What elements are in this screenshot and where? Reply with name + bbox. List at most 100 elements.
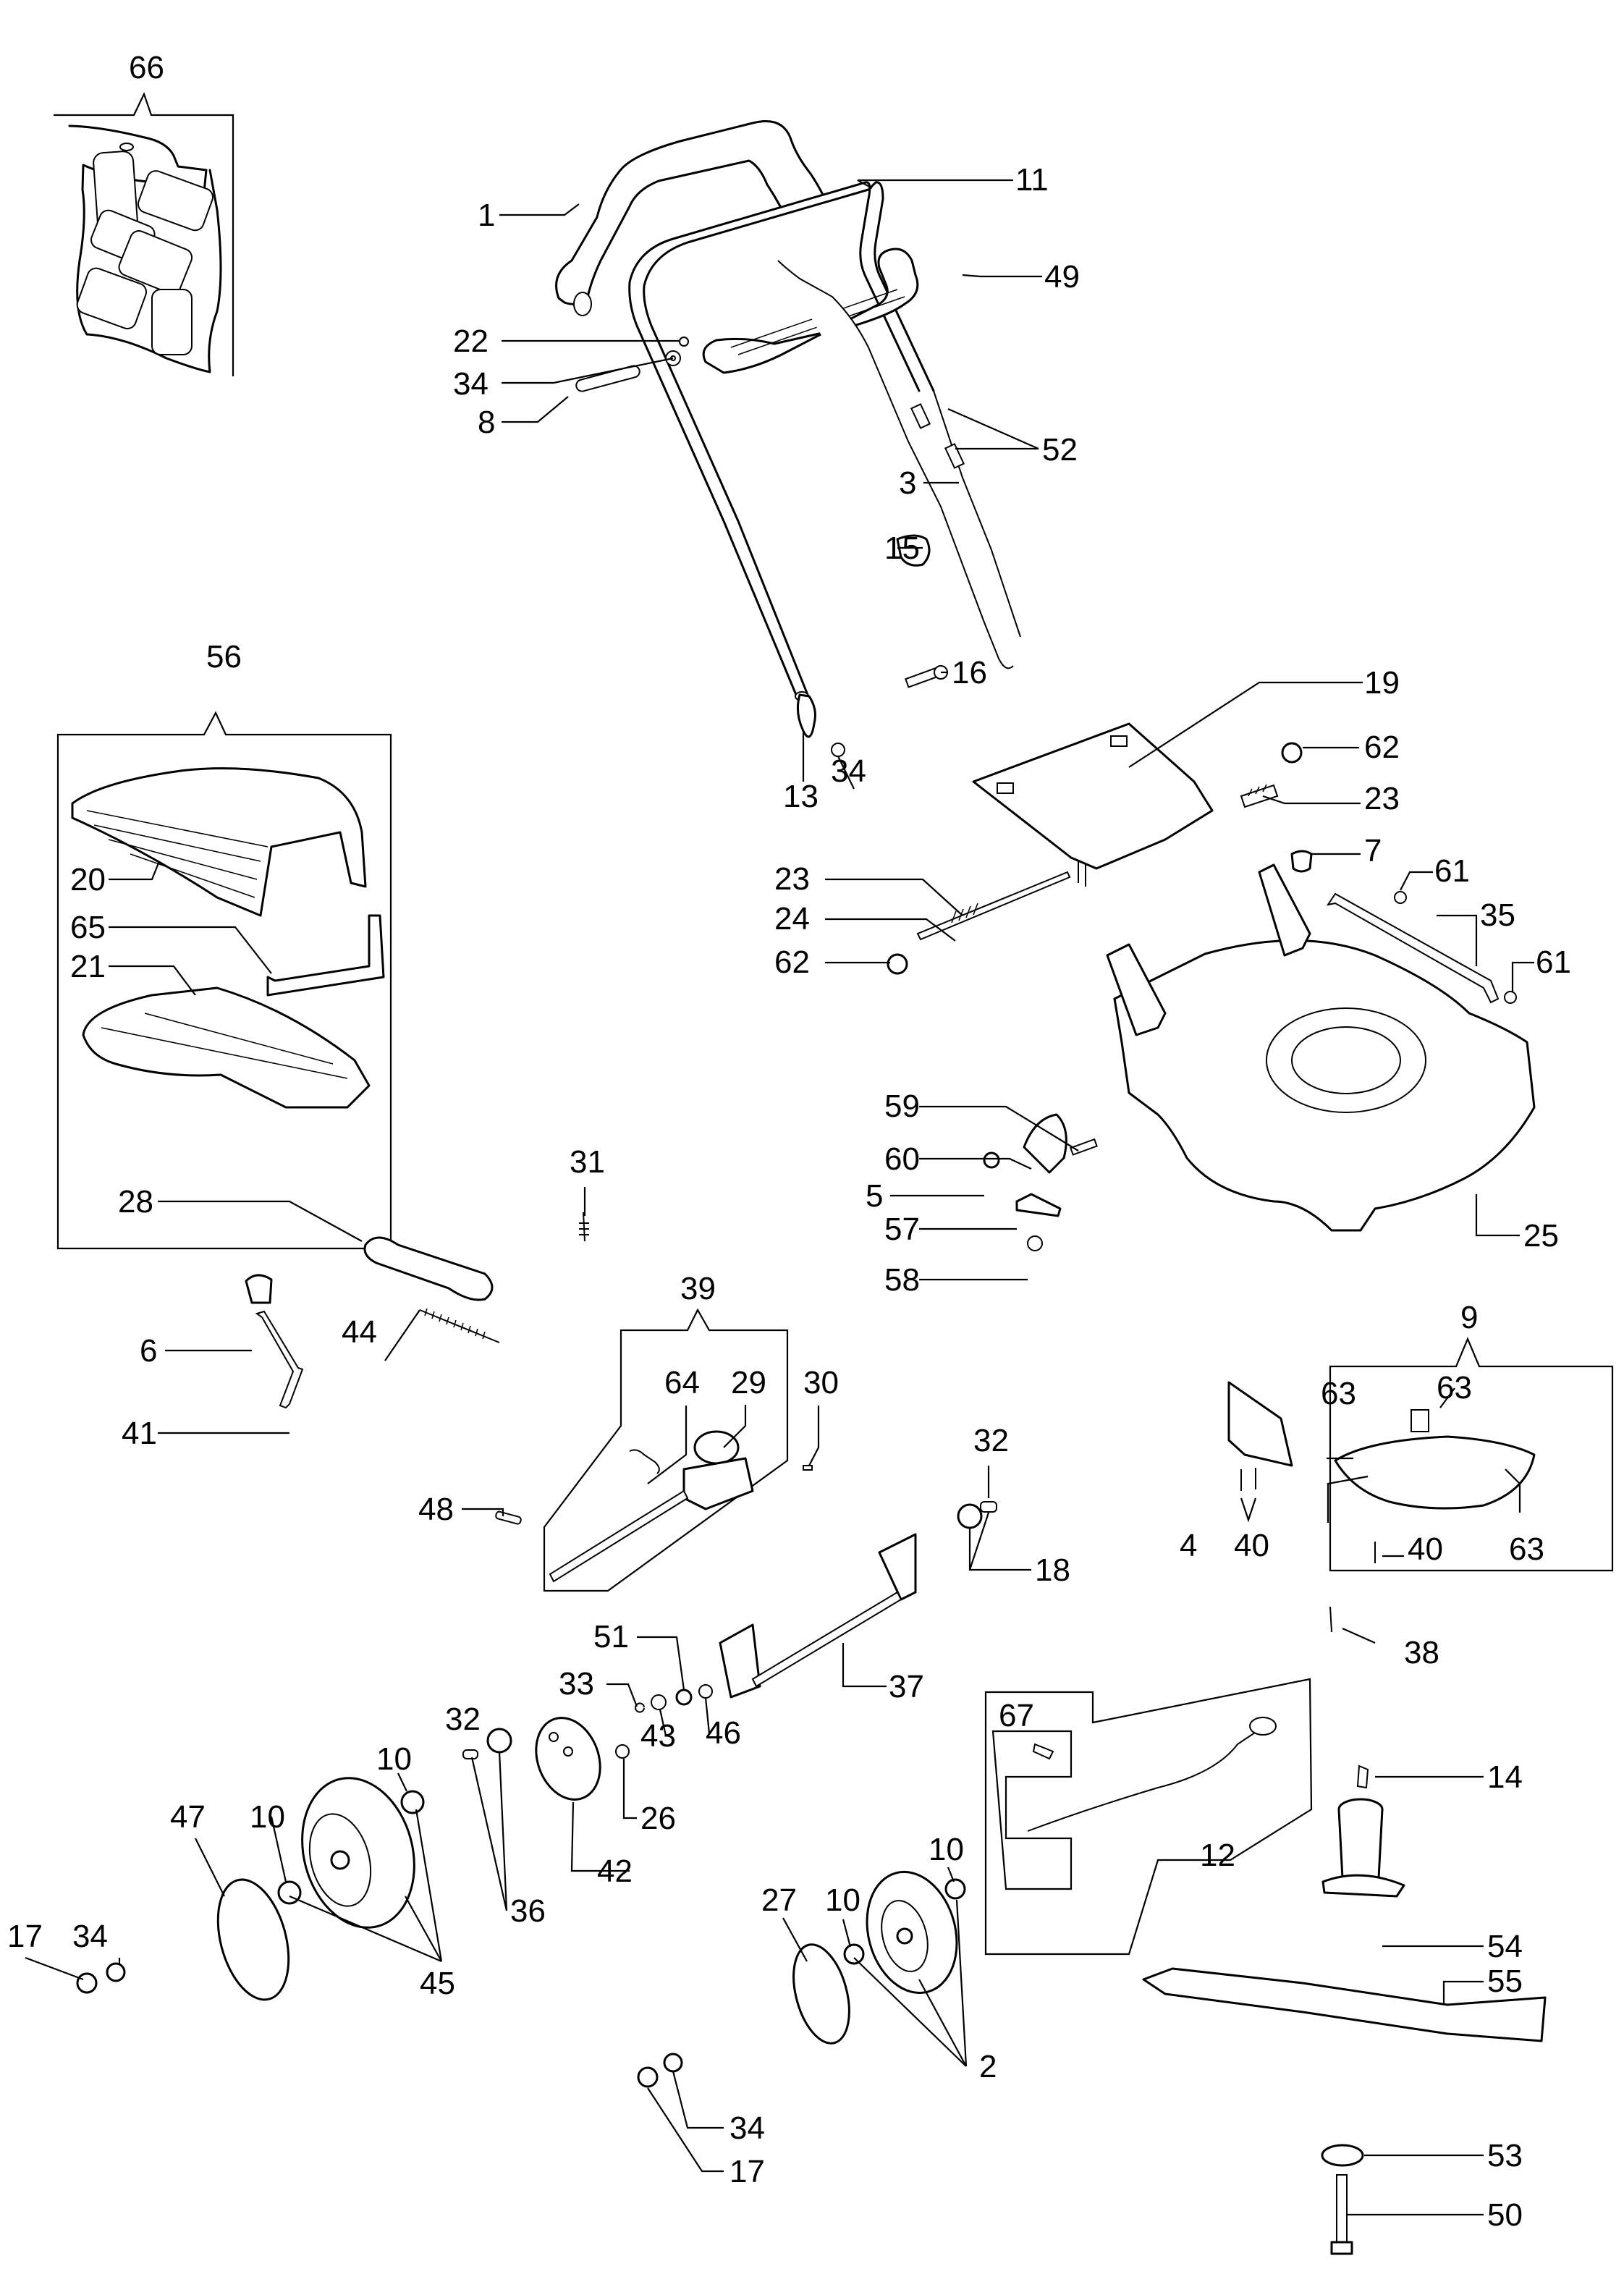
callout-62[interactable]: 62 [774,944,810,980]
callout-66[interactable]: 66 [129,50,164,85]
part-51-bushing[interactable] [675,1689,693,1706]
part-43-washer[interactable] [651,1694,667,1710]
part-46-nut[interactable] [698,1684,713,1699]
callout-24[interactable]: 24 [774,901,810,937]
callout-16[interactable]: 16 [952,655,987,690]
callout-53[interactable]: 53 [1487,2138,1523,2173]
part-38-bolt[interactable] [1329,1606,1332,1633]
part-23-spring-a[interactable] [1240,784,1279,808]
part-15-cable-guide[interactable] [896,534,931,567]
part-10-bearing-c[interactable] [944,1878,966,1900]
part-60-adjuster[interactable] [1023,1113,1067,1174]
part-10-bearing-d[interactable] [843,1943,865,1965]
callout-54[interactable]: 54 [1487,1929,1523,1964]
callout-22[interactable]: 22 [453,324,489,359]
part-30-screw[interactable] [803,1465,813,1471]
callout-32[interactable]: 32 [445,1702,481,1737]
callout-49[interactable]: 49 [1044,259,1080,295]
callout-3[interactable]: 3 [899,465,916,501]
part-2-front-wheel[interactable] [854,1861,970,2003]
part-9-mulching-kit[interactable] [1329,1337,1614,1572]
part-5-nut[interactable] [983,1151,1000,1169]
callout-17[interactable]: 17 [729,2154,765,2189]
callout-58[interactable]: 58 [884,1262,920,1298]
callout-9[interactable]: 9 [1460,1300,1478,1335]
callout-36[interactable]: 36 [510,1893,546,1929]
callout-34[interactable]: 34 [831,753,866,789]
callout-47[interactable]: 47 [170,1799,206,1835]
part-17-nut-a[interactable] [76,1972,98,1994]
callout-17[interactable]: 17 [7,1919,43,1954]
part-48-pin[interactable] [495,1510,522,1525]
part-27-hubcap[interactable] [784,1938,859,2049]
part-62-nut-a[interactable] [1281,742,1303,764]
part-13-knob[interactable] [796,693,816,738]
part-3-cable[interactable] [777,260,1021,669]
callout-29[interactable]: 29 [731,1365,766,1400]
callout-60[interactable]: 60 [884,1141,920,1177]
callout-45[interactable]: 45 [420,1966,455,2001]
part-26-washer[interactable] [615,1744,630,1759]
part-44-spring[interactable] [419,1308,500,1343]
callout-32[interactable]: 32 [973,1423,1009,1458]
callout-43[interactable]: 43 [640,1718,676,1754]
callout-10[interactable]: 10 [250,1799,285,1835]
callout-10[interactable]: 10 [929,1832,964,1867]
callout-13[interactable]: 13 [783,779,819,814]
part-17-nut-b[interactable] [637,2066,659,2088]
part-18-pinion[interactable] [957,1503,983,1529]
callout-64[interactable]: 64 [664,1365,700,1400]
callout-63[interactable]: 63 [1437,1370,1472,1406]
part-62-nut-b[interactable] [887,953,908,975]
callout-23[interactable]: 23 [1364,781,1400,816]
part-67-bracket-kit[interactable] [991,1730,1073,1890]
part-11-handle-frame[interactable] [628,181,935,701]
callout-8[interactable]: 8 [478,405,495,440]
callout-61[interactable]: 61 [1536,944,1571,980]
part-25-deck[interactable] [1106,863,1536,1232]
part-63-brackets[interactable] [1334,1409,1536,1510]
part-21-bag-frame[interactable] [82,986,371,1109]
callout-7[interactable]: 7 [1364,833,1382,868]
part-57-plate[interactable] [1015,1193,1062,1217]
part-19-rear-flap[interactable] [972,722,1214,887]
callout-11[interactable]: 11 [1015,162,1049,198]
part-42-wheel-gear[interactable] [525,1709,612,1809]
part-28-belt[interactable] [363,1236,494,1301]
part-66-decal[interactable] [54,92,234,376]
part-65-bag-handle[interactable] [266,914,385,997]
part-54-blade-adapter[interactable] [1321,1798,1405,1898]
callout-67[interactable]: 67 [999,1698,1034,1733]
callout-34[interactable]: 34 [72,1919,108,1954]
part-39-gearbox-assembly[interactable] [543,1308,789,1592]
callout-57[interactable]: 57 [884,1212,920,1247]
callout-63[interactable]: 63 [1321,1376,1356,1411]
part-32-bushing-a[interactable] [980,1501,997,1513]
part-53-washer[interactable] [1321,2144,1364,2167]
callout-19[interactable]: 19 [1364,665,1400,701]
callout-56[interactable]: 56 [206,639,242,675]
callout-65[interactable]: 65 [70,910,106,945]
callout-48[interactable]: 48 [418,1492,454,1527]
callout-34[interactable]: 34 [453,366,489,402]
part-35-bracket[interactable] [1326,892,1500,1004]
part-6-knob[interactable] [245,1274,273,1304]
part-34-washer-d[interactable] [663,2053,683,2073]
callout-20[interactable]: 20 [70,862,106,897]
callout-46[interactable]: 46 [706,1715,741,1751]
callout-21[interactable]: 21 [70,949,106,984]
part-14-key[interactable] [1356,1764,1369,1789]
part-34-washer-c[interactable] [106,1962,126,1982]
part-36-pinion-kit[interactable] [486,1728,512,1754]
part-41-lever[interactable] [255,1310,304,1409]
callout-15[interactable]: 15 [884,531,920,566]
callout-33[interactable]: 33 [559,1666,594,1702]
callout-18[interactable]: 18 [1035,1552,1070,1588]
part-16-bolt[interactable] [905,665,948,688]
part-37-axle[interactable] [719,1533,917,1699]
callout-55[interactable]: 55 [1487,1964,1523,1999]
part-12-front-axle-assembly[interactable] [984,1678,1313,1956]
callout-10[interactable]: 10 [825,1882,860,1918]
part-45-rear-wheel[interactable] [286,1765,430,1940]
part-50-bolt[interactable] [1330,2174,1353,2255]
